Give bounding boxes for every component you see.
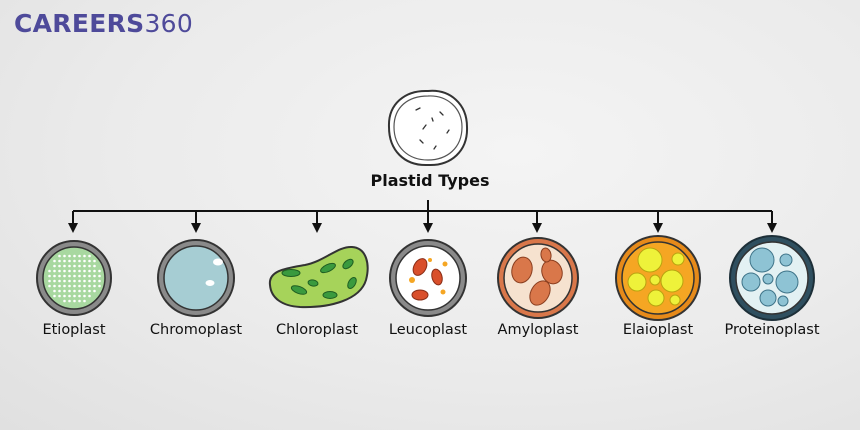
etioplast-icon xyxy=(36,240,112,316)
label-etioplast: Etioplast xyxy=(42,322,106,338)
amyloplast-icon xyxy=(497,237,579,319)
elaioplast-icon xyxy=(615,235,701,321)
root-label: Plastid Types xyxy=(370,171,490,190)
label-chromoplast: Chromoplast xyxy=(149,322,243,338)
label-proteinoplast: Proteinoplast xyxy=(724,322,820,338)
label-amyloplast: Amyloplast xyxy=(497,322,579,338)
proteinoplast-icon xyxy=(729,235,815,321)
chloroplast-icon xyxy=(268,245,369,309)
label-elaioplast: Elaioplast xyxy=(622,322,694,338)
connector-lines xyxy=(68,200,777,233)
label-leucoplast: Leucoplast xyxy=(388,322,468,338)
leucoplast-icon xyxy=(389,239,467,317)
root-plastid-icon xyxy=(387,89,469,167)
logo-number: 360 xyxy=(144,9,194,38)
logo-text: CAREERS xyxy=(14,9,145,38)
chromoplast-icon xyxy=(157,239,235,317)
label-chloroplast: Chloroplast xyxy=(275,322,359,338)
